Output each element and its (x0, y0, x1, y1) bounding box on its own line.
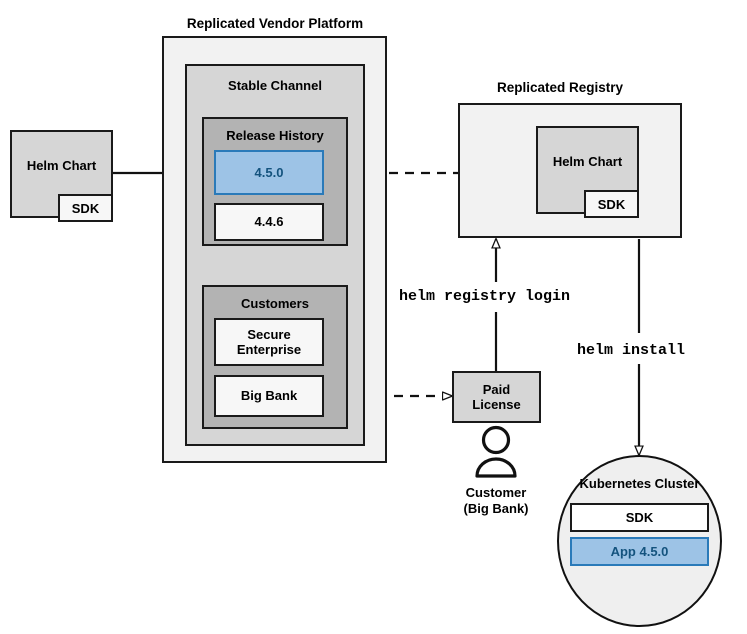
release-history-title: Release History (226, 128, 324, 143)
person-icon (475, 425, 517, 478)
paid-license-line1: Paid (482, 381, 511, 397)
customer-actor-line2: (Big Bank) (463, 500, 529, 516)
customer-secure-enterprise[interactable]: Secure Enterprise (214, 318, 324, 366)
customer-secure-enterprise-line2: Enterprise (236, 342, 302, 357)
kubernetes-cluster-title: Kubernetes Cluster (579, 476, 700, 491)
source-helm-chart-sdk-box[interactable]: SDK (58, 194, 113, 222)
release-version-4-5-0[interactable]: 4.5.0 (214, 150, 324, 195)
customer-big-bank-label: Big Bank (240, 388, 298, 404)
registry-title: Replicated Registry (496, 80, 624, 95)
command-helm-install: helm install (577, 342, 686, 359)
stable-channel-title: Stable Channel (228, 78, 322, 93)
customer-big-bank[interactable]: Big Bank (214, 375, 324, 417)
source-helm-chart-sdk-label: SDK (71, 200, 100, 216)
customer-actor-line1: Customer (465, 485, 527, 500)
customer-secure-enterprise-line1: Secure (247, 326, 291, 342)
command-helm-registry-login: helm registry login (399, 288, 571, 305)
registry-helm-chart-label: Helm Chart (552, 154, 623, 170)
vendor-platform-title: Replicated Vendor Platform (186, 16, 364, 31)
customer-actor-caption: Customer (Big Bank) (426, 485, 566, 516)
release-version-4-4-6-label: 4.4.6 (254, 214, 284, 230)
cluster-component-app[interactable]: App 4.5.0 (570, 537, 709, 566)
paid-license-box[interactable]: Paid License (452, 371, 541, 423)
source-helm-chart-label: Helm Chart (26, 158, 97, 174)
cluster-component-sdk-label: SDK (625, 509, 654, 525)
registry-helm-chart-sdk-box[interactable]: SDK (584, 190, 639, 218)
release-version-4-4-6[interactable]: 4.4.6 (214, 203, 324, 241)
cluster-component-sdk[interactable]: SDK (570, 503, 709, 532)
cluster-component-app-label: App 4.5.0 (610, 543, 669, 559)
paid-license-line2: License (472, 397, 521, 412)
customers-title: Customers (241, 296, 309, 311)
release-version-4-5-0-label: 4.5.0 (254, 164, 284, 180)
registry-helm-chart-sdk-label: SDK (597, 196, 626, 212)
